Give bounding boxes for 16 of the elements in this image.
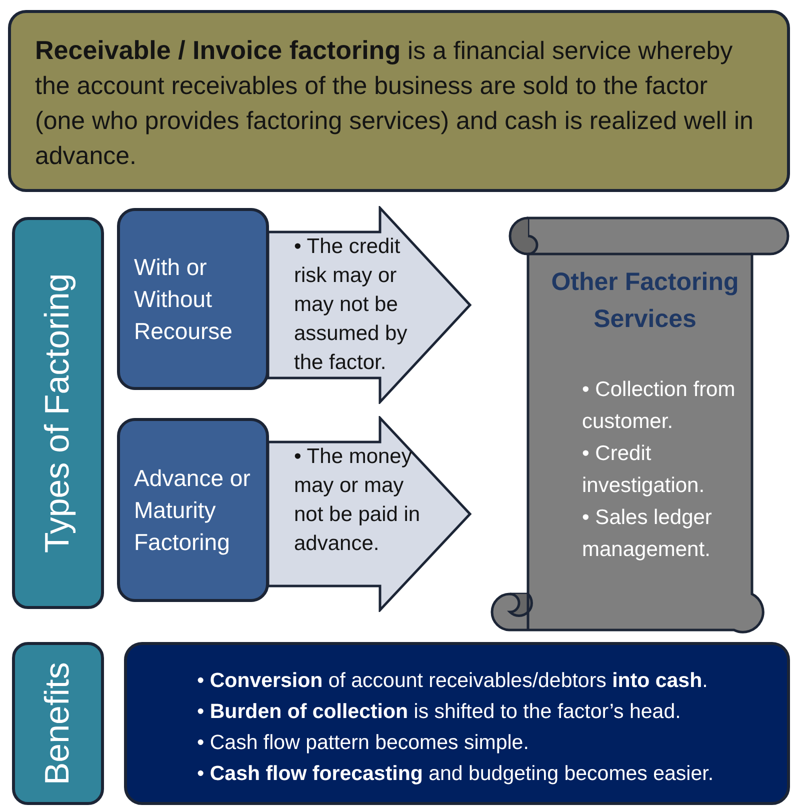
type-box: With or Without Recourse: [117, 208, 269, 390]
section-band: Types of Factoring: [12, 217, 104, 609]
definition-panel: Receivable / Invoice factoring is a financial service whereby the account receivables of the business are sold to the factor (one who provides factoring services) and cash is realized well in advance.: [8, 10, 790, 192]
bullet-text: • Cash flow forecasting and budgeting becomes easier.: [196, 761, 715, 787]
section-band: Benefits: [12, 642, 104, 805]
scroll-title: Other Factoring Services: [550, 267, 740, 335]
bullet-text: • The money may or may not be paid in advance.: [294, 444, 422, 557]
bullet-text: • Credit investigation.: [582, 441, 706, 499]
bullet-text: • Cash flow pattern becomes simple.: [196, 730, 530, 756]
bullet-text: • Collection from customer.: [582, 377, 736, 435]
bullet-text: • Sales ledger management.: [582, 505, 713, 563]
type-box: Advance or Maturity Factoring: [117, 418, 269, 602]
bullet-text: • Burden of collection is shifted to the factor’s head.: [196, 699, 682, 725]
benefits-panel: [124, 642, 790, 805]
bullet-text: • Conversion of account receivables/debtors into cash.: [196, 668, 709, 694]
bullet-text: • The credit risk may or may not be assumed by the factor.: [294, 234, 408, 376]
